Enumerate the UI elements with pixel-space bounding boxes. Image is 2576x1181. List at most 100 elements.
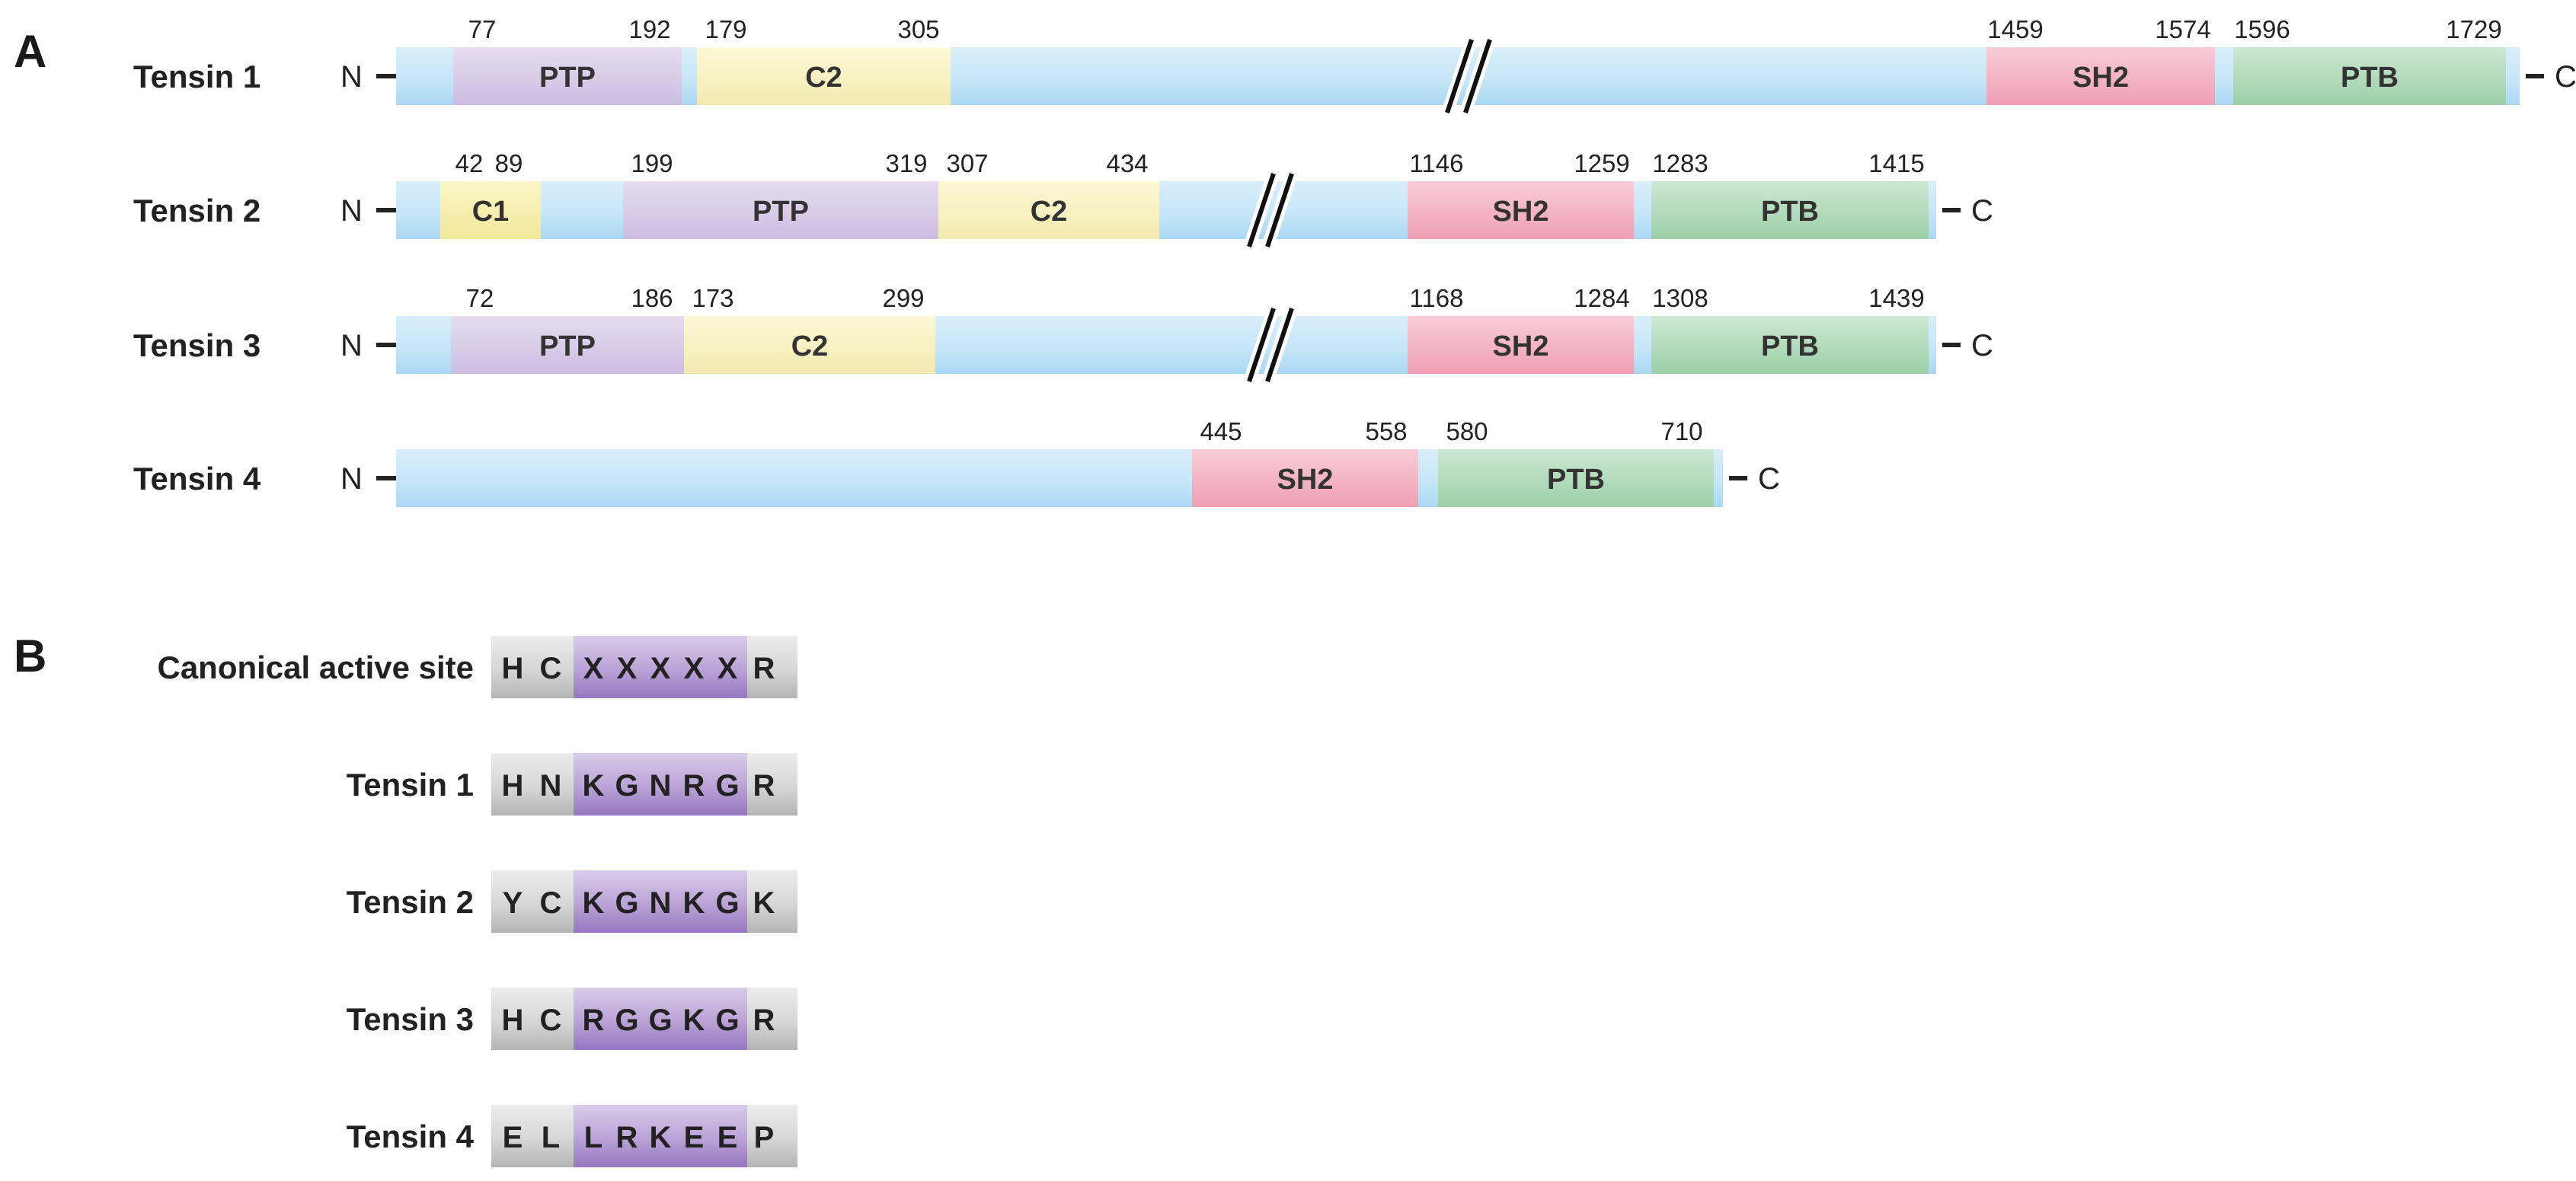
domain-start-position: 580: [1446, 417, 1488, 445]
residue-letter: E: [503, 1121, 523, 1154]
n-terminus-label: N: [340, 329, 363, 362]
domain-start-position: 1596: [2234, 15, 2290, 43]
domain-label: C2: [1031, 196, 1068, 228]
domain-label: PTP: [539, 62, 596, 94]
flank-left-box: [491, 1105, 574, 1167]
domain-label: PTB: [1761, 196, 1819, 228]
protein-name: Tensin 3: [133, 327, 260, 363]
residue-letter: G: [615, 886, 638, 920]
domain-start-position: 173: [692, 284, 733, 312]
domain-c2-box: [697, 47, 951, 105]
domain-end-position: 305: [897, 15, 939, 43]
residue-letter: E: [684, 1121, 705, 1154]
active-site-label: Tensin 3: [347, 1001, 474, 1037]
sequence-break-mark: [1441, 37, 1496, 115]
domain-ptb-box: [1651, 181, 1929, 239]
residue-letter: R: [753, 1004, 775, 1037]
domain-start-position: 199: [631, 149, 673, 177]
residue-letter: C: [540, 1004, 562, 1037]
c-terminus-label: C: [1758, 462, 1780, 496]
domain-sh2-box: [1986, 47, 2215, 105]
domain-end-position: 1729: [2446, 15, 2501, 43]
domain-end-position: 319: [885, 149, 927, 177]
domain-start-position: 307: [946, 149, 988, 177]
domain-start-position: 72: [466, 284, 494, 312]
domain-end-position: 192: [628, 15, 670, 43]
residue-letter: H: [502, 1004, 524, 1037]
flank-right-box: [747, 1105, 797, 1167]
residue-letter: C: [540, 886, 562, 920]
flank-right-box: [747, 870, 797, 933]
domain-label: PTP: [753, 196, 809, 228]
residue-letter: K: [683, 886, 705, 920]
core-motif-box: [574, 753, 747, 816]
domain-ptb-box: [2233, 47, 2506, 105]
domain-label: SH2: [1493, 330, 1549, 362]
residue-letter: X: [617, 652, 638, 685]
residue-letter: G: [615, 769, 638, 803]
residue-letter: N: [650, 886, 672, 920]
residue-letter: C: [540, 652, 562, 685]
protein-name: Tensin 4: [133, 461, 261, 496]
core-motif-box: [574, 870, 747, 933]
residue-letter: G: [715, 886, 739, 920]
c-terminus-label: C: [1971, 329, 1993, 362]
flank-left-box: [491, 870, 574, 933]
domain-c2-box: [684, 316, 935, 374]
domain-sh2-box: [1192, 449, 1418, 507]
residue-letter: Y: [503, 886, 523, 920]
domain-start-position: 1146: [1410, 149, 1464, 177]
active-site-label: Tensin 2: [347, 884, 474, 920]
domain-end-position: 1574: [2155, 15, 2210, 43]
domain-label: PTB: [1761, 330, 1819, 362]
residue-letter: R: [753, 652, 775, 685]
domain-label: SH2: [1493, 196, 1549, 228]
core-motif-box: [574, 988, 747, 1050]
domain-label: C1: [472, 196, 510, 228]
residue-letter: R: [583, 1004, 605, 1037]
flank-right-box: [747, 988, 797, 1050]
panel-a-letter: A: [14, 26, 46, 77]
domain-start-position: 77: [468, 15, 497, 43]
flank-right-box: [747, 753, 797, 816]
domain-label: C2: [791, 330, 829, 362]
domain-end-position: 186: [631, 284, 673, 312]
domain-start-position: 1283: [1652, 149, 1708, 177]
core-motif-box: [574, 636, 747, 698]
domain-c1-box: [440, 181, 541, 239]
flank-right-box: [747, 636, 797, 698]
flank-left-box: [491, 753, 574, 816]
domain-start-position: 1168: [1410, 284, 1464, 312]
residue-letter: G: [615, 1004, 638, 1037]
domain-label: PTB: [2341, 62, 2399, 94]
residue-letter: G: [715, 1004, 739, 1037]
residue-letter: L: [584, 1121, 602, 1154]
domain-ptp-box: [451, 316, 684, 374]
n-terminus-label: N: [340, 462, 363, 496]
domain-start-position: 179: [705, 15, 746, 43]
residue-letter: K: [650, 1121, 672, 1154]
domain-end-position: 1259: [1574, 149, 1629, 177]
residue-letter: N: [540, 769, 562, 803]
residue-letter: R: [616, 1121, 638, 1154]
domain-end-position: 710: [1660, 417, 1702, 445]
domain-c2-box: [938, 181, 1159, 239]
residue-letter: G: [715, 769, 739, 803]
active-site-label: Canonical active site: [157, 650, 474, 685]
residue-letter: K: [583, 769, 605, 803]
residue-letter: X: [583, 652, 604, 685]
domain-end-position: 434: [1106, 149, 1148, 177]
domain-end-position: 1439: [1868, 284, 1924, 312]
domain-end-position: 89: [495, 149, 523, 177]
flank-left-box: [491, 988, 574, 1050]
domain-end-position: 299: [882, 284, 924, 312]
